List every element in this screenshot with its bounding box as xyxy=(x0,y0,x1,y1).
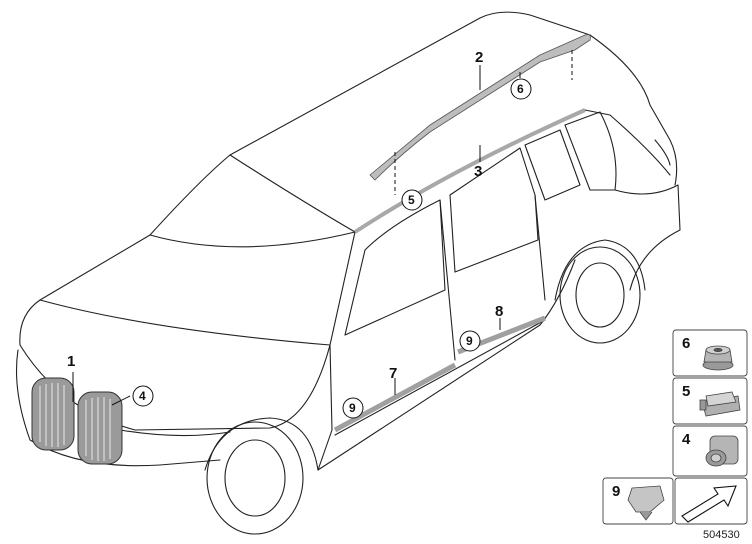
parts-cell-4-number: 4 xyxy=(682,431,691,448)
callout-8: 8 xyxy=(495,303,503,320)
bracket-clip-icon xyxy=(699,391,741,417)
callout-9-rear: 9 xyxy=(466,334,473,348)
callout-7: 7 xyxy=(389,365,397,382)
push-clip-icon xyxy=(627,485,665,521)
parts-cell-5-number: 5 xyxy=(682,383,690,400)
parts-cell-9-number: 9 xyxy=(612,483,620,500)
kidney-grille xyxy=(31,377,123,465)
callout-2: 2 xyxy=(475,49,483,66)
parts-cell-6-number: 6 xyxy=(682,335,690,352)
direction-arrow-icon xyxy=(681,485,737,523)
callout-9-front: 9 xyxy=(349,401,356,415)
parts-panel: 6 5 4 9 504530 xyxy=(602,329,748,541)
diagram-number: 504530 xyxy=(703,529,740,541)
flange-nut-icon xyxy=(702,345,734,371)
leader-lines xyxy=(72,50,573,406)
callout-4: 4 xyxy=(139,389,146,403)
callout-5: 5 xyxy=(408,193,415,207)
round-clip-icon xyxy=(705,435,739,467)
callout-3: 3 xyxy=(474,163,482,180)
roof-rail xyxy=(369,34,591,181)
callout-6: 6 xyxy=(517,82,524,96)
roof-trim-strip xyxy=(353,108,586,234)
front-sill-trim xyxy=(333,362,457,433)
circled-callouts: 4 5 6 9 9 xyxy=(132,78,532,419)
callout-1: 1 xyxy=(67,353,75,370)
